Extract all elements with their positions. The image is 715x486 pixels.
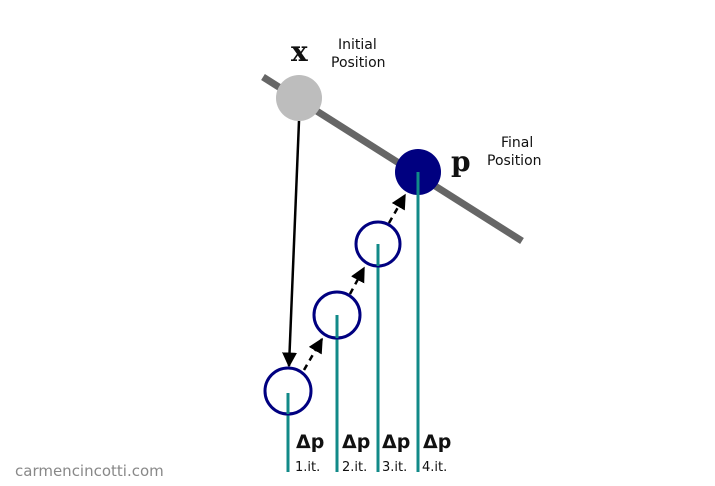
- iteration-label-1: 1.it.: [295, 460, 320, 475]
- watermark-text: carmencincotti.com: [15, 462, 164, 480]
- x-variable-label: x: [291, 35, 308, 68]
- delta-p-label-1: Δp: [296, 431, 324, 453]
- iteration-label-3: 3.it.: [382, 460, 407, 475]
- step-arrow-2: [348, 266, 366, 295]
- step-arrow-1: [302, 337, 324, 371]
- final-position-label-line1: Final: [501, 135, 533, 151]
- initial-position-label-line2: Position: [331, 55, 386, 71]
- final-position-label-line2: Position: [487, 153, 542, 169]
- initial-position-label-line1: Initial: [338, 37, 377, 53]
- projection-arrow: [282, 120, 301, 368]
- step-arrow-3: [387, 193, 407, 224]
- initial-position-circle: [276, 75, 322, 121]
- iteration-label-2: 2.it.: [342, 460, 367, 475]
- delta-p-label-3: Δp: [382, 431, 410, 453]
- delta-p-label-2: Δp: [342, 431, 370, 453]
- p-variable-label: p: [451, 145, 471, 178]
- delta-p-label-4: Δp: [423, 431, 451, 453]
- iteration-label-4: 4.it.: [422, 460, 447, 475]
